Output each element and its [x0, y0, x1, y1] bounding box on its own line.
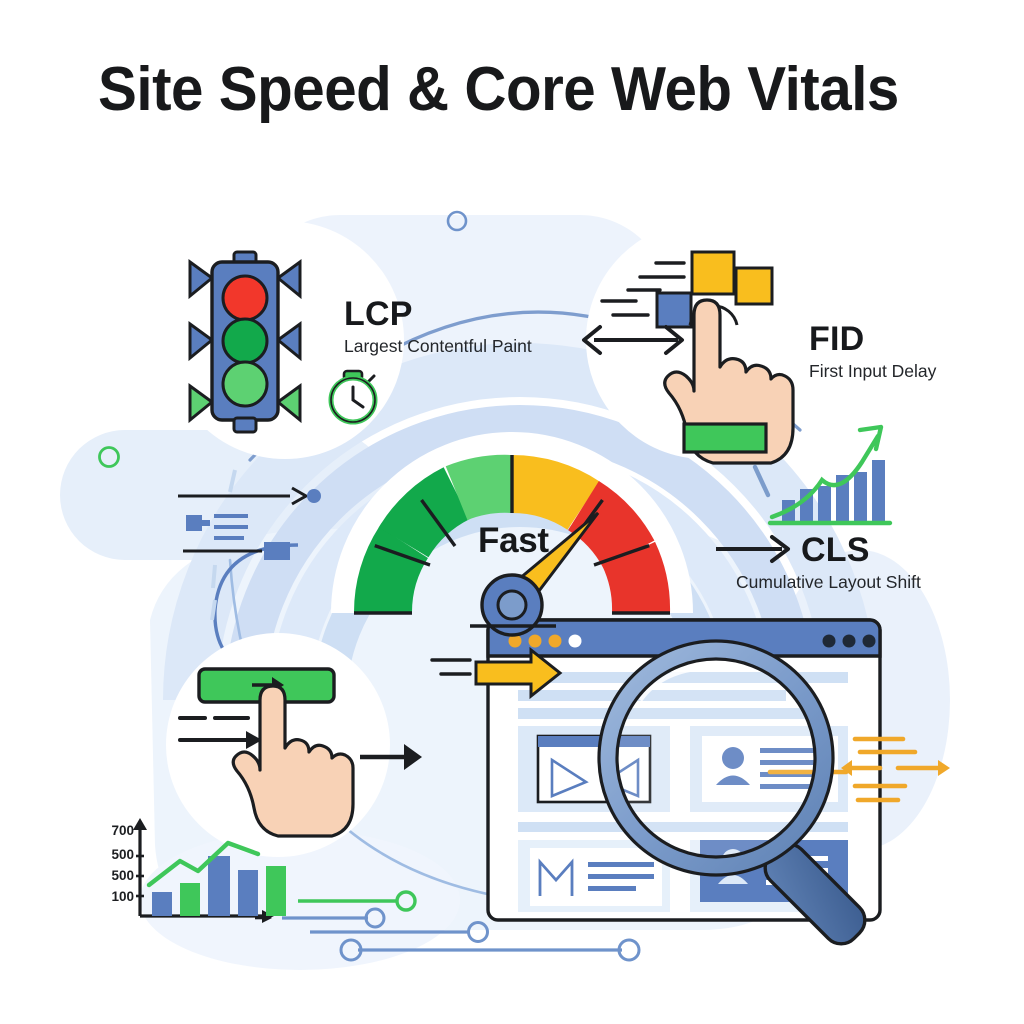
layout-shift-arrows-icon [849, 736, 941, 803]
hand-cuff [682, 422, 768, 454]
metric-circle-fid[interactable] [582, 221, 824, 465]
mini-bar-chart [133, 818, 286, 922]
traffic-light-icon [188, 250, 302, 434]
interaction-arrows-icon [178, 716, 252, 742]
card-image-placeholder[interactable] [518, 726, 670, 812]
metric-circle-interaction[interactable] [166, 633, 422, 857]
exit-arrow-icon [360, 744, 422, 770]
layout-shift-arrowheads [841, 760, 950, 776]
speed-gauge [331, 432, 693, 637]
image-icon [538, 858, 574, 896]
avatar-icon [716, 747, 750, 785]
metric-code-lcp: LCP [344, 295, 413, 333]
page-title: Site Speed & Core Web Vitals [98, 55, 899, 124]
magnifying-glass-icon[interactable] [597, 639, 872, 951]
double-headed-arrow-icon [582, 325, 684, 355]
decor-circle-green [98, 446, 120, 468]
pointing-hand-icon [663, 298, 795, 465]
tap-target-icon [600, 250, 774, 329]
chart-bars [152, 856, 286, 916]
wiring-decor-left [178, 469, 366, 692]
chart-ytick-2: 500 [111, 868, 134, 883]
cls-arrow-icon [716, 535, 790, 563]
decor-circle-top [446, 210, 468, 232]
pointing-hand-icon-2 [231, 684, 355, 838]
titlebar-dots-right [822, 634, 876, 648]
magnifier-rim [599, 641, 833, 875]
cls-growth-chart [752, 424, 893, 526]
speed-arrow-icon [430, 646, 563, 700]
metric-code-cls: CLS [801, 531, 870, 569]
metric-desc-fid: First Input Delay [809, 360, 937, 381]
gauge-needle [480, 511, 600, 637]
metric-label-fid: FID First Input Delay [809, 322, 936, 381]
metric-desc-cls: Cumulative Layout Shift [736, 571, 921, 592]
chart-ticks [136, 854, 144, 898]
metric-code-fid: FID [809, 320, 865, 358]
titlebar-dots-left [508, 634, 582, 648]
metric-desc-lcp: Largest Contentful Paint [344, 335, 532, 356]
chart-ytick-0: 700 [111, 823, 134, 838]
metric-circle-lcp[interactable] [166, 221, 404, 459]
metric-label-cls: CLS Cumulative Layout Shift [736, 531, 921, 592]
gauge-reading-label: Fast [478, 521, 549, 560]
arrow-head [246, 731, 262, 749]
chart-ytick-1: 500 [111, 847, 134, 862]
stopwatch-icon [328, 369, 378, 425]
chart-trend-line [146, 840, 261, 888]
chart-ytick-3: 100 [111, 889, 134, 904]
metric-label-lcp: LCP Largest Contentful Paint [344, 297, 532, 356]
